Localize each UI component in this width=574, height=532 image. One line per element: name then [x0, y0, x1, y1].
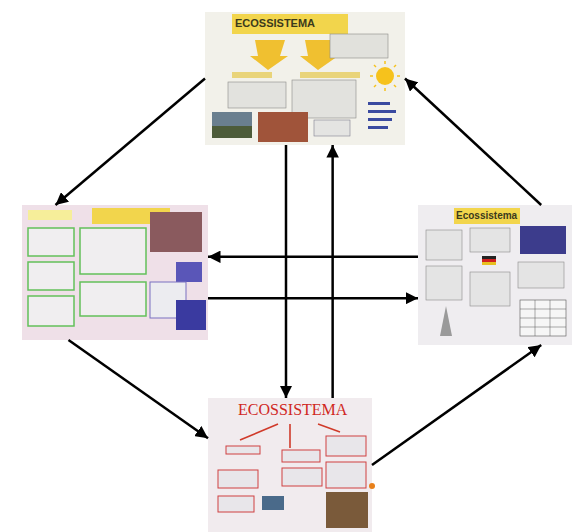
- flow-arrow: [285, 145, 288, 398]
- text-block: [326, 436, 366, 456]
- yellow-arrow: [250, 40, 288, 70]
- text-block: [426, 266, 462, 300]
- flow-arrow: [405, 79, 541, 206]
- label-strip: [300, 72, 360, 78]
- text-block: [518, 262, 564, 288]
- flag: [482, 259, 496, 262]
- photo: [326, 492, 368, 528]
- text-block: [28, 228, 74, 256]
- text-block: [218, 496, 254, 512]
- text-block: [314, 120, 350, 136]
- text-block: [282, 450, 320, 462]
- handwriting: [368, 102, 396, 129]
- text-block: [28, 296, 74, 326]
- photo: [258, 112, 308, 142]
- text-block: [326, 462, 366, 488]
- table-grid: [520, 300, 566, 336]
- photo: [150, 212, 202, 252]
- flow-arrow: [372, 345, 541, 465]
- pin: [369, 483, 375, 489]
- photo: [520, 226, 566, 254]
- text-block: [330, 34, 388, 58]
- table: [520, 300, 566, 336]
- text-block: [80, 282, 146, 316]
- text-block: [426, 230, 462, 260]
- poster-ground: [208, 398, 372, 532]
- poster-title: ECOSSISTEMA: [238, 401, 347, 419]
- photo: [262, 496, 284, 510]
- text-block: [470, 228, 510, 252]
- pyramid: [440, 306, 452, 336]
- flow-arrow: [208, 256, 418, 259]
- poster-title: Ecossistema: [456, 210, 517, 221]
- poster-node: ECOSSISTEMA: [208, 398, 372, 532]
- poster-node: Ecossistema: [418, 205, 572, 345]
- photo: [176, 262, 202, 282]
- flow-arrow: [55, 79, 205, 206]
- poster-ground: [418, 205, 572, 345]
- photo: [176, 300, 206, 330]
- flag: [482, 262, 496, 265]
- poster-ground: [205, 12, 405, 145]
- poster-node: ECOSSISTEMA: [205, 12, 405, 145]
- label-strip: [28, 210, 72, 220]
- flow-arrow: [69, 340, 209, 438]
- label-strip: [232, 72, 272, 78]
- title-band: [232, 14, 348, 34]
- text-block: [80, 228, 146, 274]
- sun: [376, 67, 394, 85]
- text-block: [228, 82, 286, 108]
- text-block: [218, 470, 258, 488]
- sun-rays: [370, 61, 400, 91]
- flag: [482, 256, 496, 259]
- poster-ground: [22, 205, 208, 340]
- poster-node: [22, 205, 208, 340]
- flow-arrow: [331, 145, 334, 398]
- title-band: [454, 208, 520, 224]
- photo: [212, 112, 252, 138]
- text-block: [282, 468, 322, 486]
- text-block: [226, 446, 260, 454]
- flow-arrow: [208, 297, 418, 300]
- red-arrows: [240, 424, 340, 448]
- text-block: [470, 272, 510, 306]
- text-block: [28, 262, 74, 290]
- poster-title: ECOSSISTEMA: [235, 17, 315, 29]
- photo: [212, 126, 252, 138]
